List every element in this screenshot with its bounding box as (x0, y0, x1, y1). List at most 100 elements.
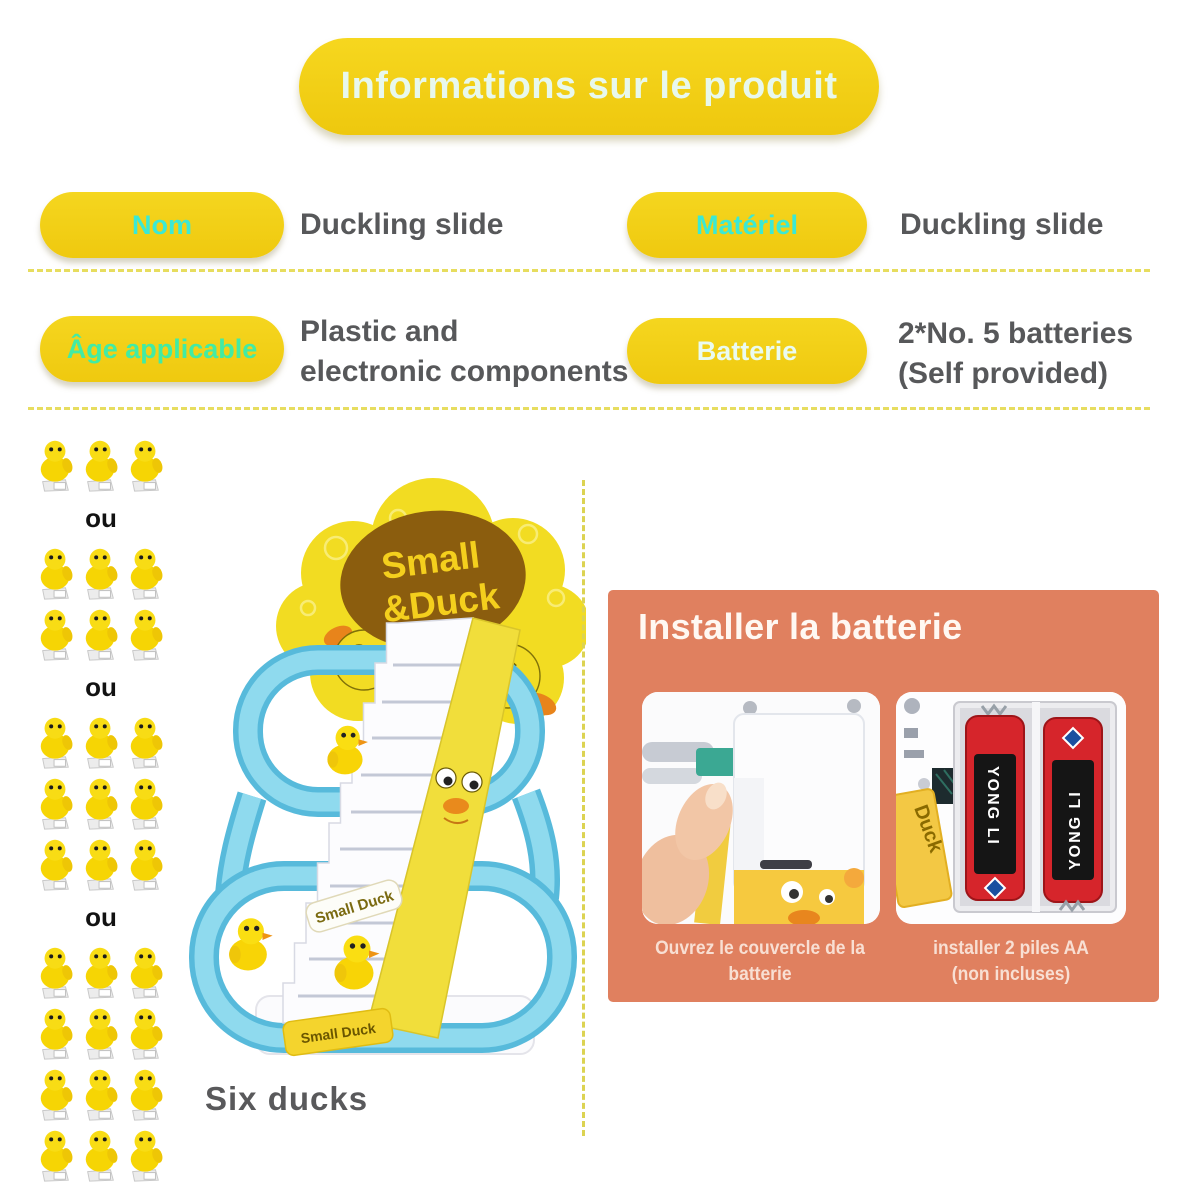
duckling-figure-icon (130, 1069, 163, 1121)
battery-aa: YONG LI (1043, 717, 1103, 913)
duckling-figure-icon (40, 778, 73, 830)
duckling-figure-icon (40, 1069, 73, 1121)
page-title-label: Informations sur le produit (340, 65, 838, 107)
duck-icon (36, 1067, 74, 1122)
spec-value-age: Plastic and electronic components (300, 315, 629, 388)
photo-open-battery-cover (642, 692, 880, 924)
duck-icon (126, 776, 164, 831)
spec-value-battery: 2*No. 5 batteries (Self provided) (898, 317, 1134, 390)
spec-pill-name: Nom (40, 192, 284, 258)
divider-line (28, 269, 1150, 272)
product-photo-duck-slide: Small &Duck Sm (188, 478, 590, 1070)
toy-staircase: Small Duck (282, 617, 521, 1039)
duckling-figure-icon (85, 1130, 118, 1182)
duck-quantity-option-12 (36, 945, 164, 1183)
duckling-figure-icon (130, 1130, 163, 1182)
duckling-figure-icon (130, 548, 163, 600)
duck-icon (81, 607, 119, 662)
duck-slide-toy-illustration: Small &Duck Sm (189, 478, 590, 1057)
duck-icon (36, 1006, 74, 1061)
duckling-figure-icon (85, 778, 118, 830)
duck-icon (126, 1067, 164, 1122)
duckling-figure-icon (40, 548, 73, 600)
or-separator-label: ou (85, 902, 117, 932)
duckling-figure-icon (130, 778, 163, 830)
duckling-figure-icon (40, 609, 73, 661)
duckling-figure-icon (85, 609, 118, 661)
battery-brand-label: YONG LI (1067, 790, 1084, 870)
battery-brand-label: YONG LI (984, 766, 1001, 846)
duck-icon (81, 837, 119, 892)
duck-icon (36, 837, 74, 892)
duck-quantity-option-3 (36, 438, 164, 493)
hand (642, 782, 733, 924)
product-caption: Six ducks (205, 1080, 369, 1117)
duckling-figure-icon (85, 1008, 118, 1060)
duck-quantity-option-9 (36, 715, 164, 892)
duck-icon (81, 1067, 119, 1122)
duckling-figure-icon (130, 1008, 163, 1060)
duck-icon (81, 715, 119, 770)
duck-icon (36, 607, 74, 662)
battery-panel-title: Installer la batterie (638, 606, 963, 647)
side-sticker: Duck (896, 788, 953, 908)
duck-icon (126, 1006, 164, 1061)
spec-pill-battery: Batterie (627, 318, 867, 384)
photo-caption-open-cover: Ouvrez le couvercle de la batterie (655, 938, 865, 985)
duckling-figure-icon (130, 609, 163, 661)
duck-icon (36, 546, 74, 601)
batteries-illustration: Duck YONG LI YONG LI (896, 692, 1126, 924)
duck-icon (126, 607, 164, 662)
duckling-figure-icon (85, 947, 118, 999)
duck-icon (81, 945, 119, 1000)
duck-icon (126, 546, 164, 601)
duckling-figure-icon (130, 839, 163, 891)
duck-icon (36, 776, 74, 831)
duck-icon (81, 776, 119, 831)
duckling-figure-icon (40, 717, 73, 769)
duck-icon (36, 438, 74, 493)
duck-icon (126, 945, 164, 1000)
open-cover-illustration (642, 692, 880, 924)
duck-sticker (734, 868, 864, 924)
divider-line (28, 407, 1150, 410)
duck-icon (81, 1128, 119, 1183)
duck-icon (81, 546, 119, 601)
duck-icon (126, 1128, 164, 1183)
duckling-figure-icon (130, 440, 163, 492)
or-separator-label: ou (85, 503, 117, 533)
duck-icon (36, 715, 74, 770)
duckling-figure-icon (40, 1130, 73, 1182)
duckling-figure-icon (40, 839, 73, 891)
sign-oval: Small &Duck (340, 510, 526, 650)
duck-icon (126, 715, 164, 770)
spec-label-material: Matériel (695, 209, 799, 240)
duckling-figure-icon (40, 1008, 73, 1060)
spec-value-material: Duckling slide (900, 208, 1104, 241)
photo-insert-batteries: Duck YONG LI YONG LI (896, 692, 1126, 924)
duckling-figure-icon (85, 717, 118, 769)
spec-label-age: Âge applicable (66, 333, 258, 364)
duck-quantity-option-6 (36, 546, 164, 662)
duck-icon (81, 438, 119, 493)
spec-pill-material: Matériel (627, 192, 867, 258)
duckling-figure-icon (40, 947, 73, 999)
sign-doodles (299, 508, 566, 617)
duck-icon (126, 438, 164, 493)
spec-label-name: Nom (132, 209, 192, 240)
battery-install-panel: Installer la batterie (608, 590, 1159, 1002)
fascia-duck-face (435, 767, 483, 824)
duckling-figure-icon (85, 548, 118, 600)
duckling-figure-icon (85, 1069, 118, 1121)
duckling-figure-icon (40, 440, 73, 492)
duckling-figure-icon (85, 440, 118, 492)
battery-aa: YONG LI (965, 703, 1025, 901)
duck-icon (81, 1006, 119, 1061)
spec-pill-age: Âge applicable (40, 316, 284, 382)
duckling-figure-icon (130, 717, 163, 769)
page-title: Informations sur le produit (299, 38, 879, 135)
duck-icon (126, 837, 164, 892)
duckling-figure-icon (85, 839, 118, 891)
base-sticker: Small Duck (282, 1007, 394, 1057)
